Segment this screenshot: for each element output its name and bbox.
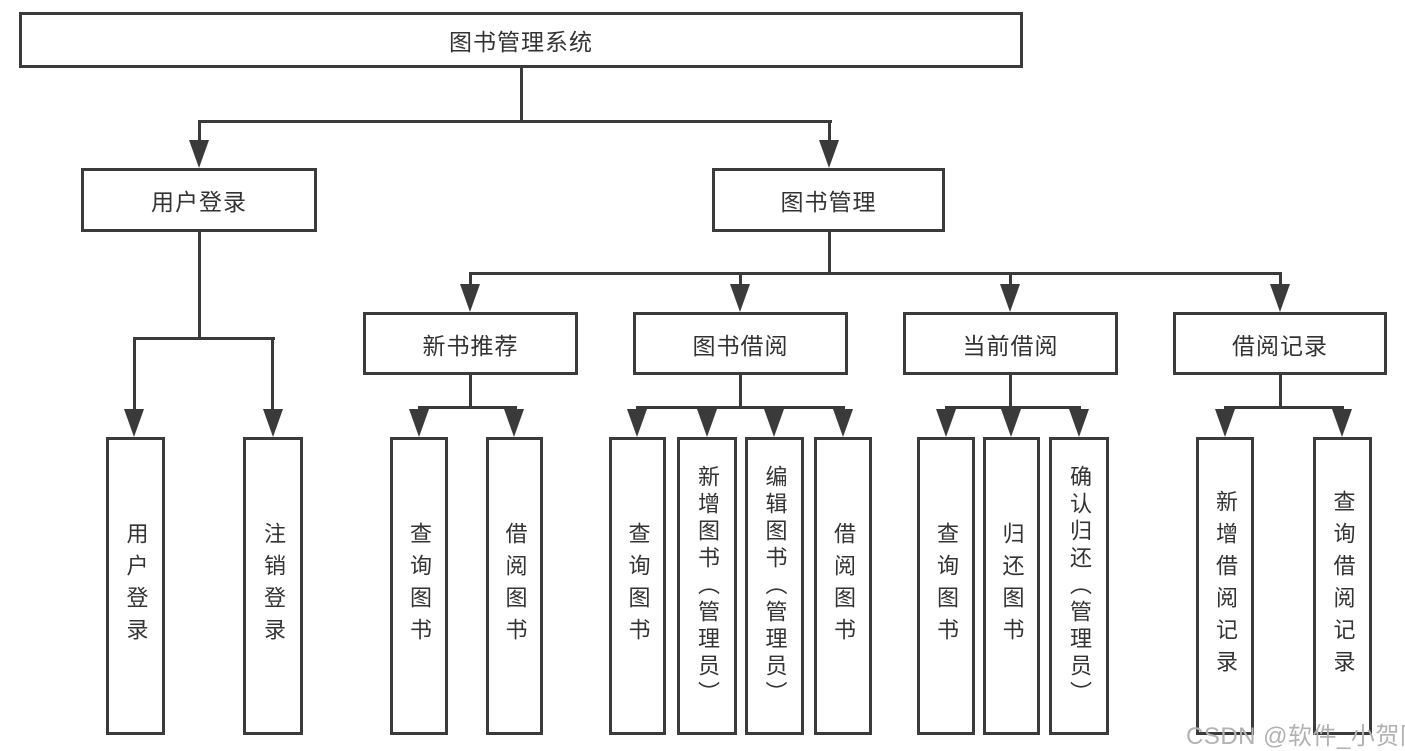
node-user-login: 用户登录 [81,168,317,232]
connector-line [636,406,845,409]
node-new-book-recommend-label: 新书推荐 [422,332,519,359]
node-user-login-label: 用户登录 [151,189,247,215]
connector-line [469,272,1282,275]
leaf-logout: 注销登录 [243,437,303,735]
connector-line [133,337,136,409]
arrow-down-icon [1069,409,1089,437]
connector-line [418,406,517,409]
node-borrow-record-label: 借阅记录 [1232,332,1328,359]
node-book-borrow: 图书借阅 [633,312,848,375]
leaf-query-book-2: 查询图书 [609,437,666,735]
arrow-down-icon [936,409,956,437]
connector-line [198,232,201,337]
connector-line [520,68,523,120]
leaf-query-book-1: 查询图书 [390,437,448,735]
arrow-down-icon [697,409,717,437]
arrow-down-icon [1001,409,1021,437]
node-root: 图书管理系统 [19,12,1023,68]
arrow-down-icon [409,409,429,437]
node-root-label: 图书管理系统 [449,29,593,55]
node-book-borrow-label: 图书借阅 [692,332,789,359]
connector-line [1009,375,1012,406]
connector-line [198,120,832,123]
leaf-query-borrow-record: 查询借阅记录 [1313,437,1372,735]
connector-line [1279,375,1282,406]
leaf-confirm-return-admin: 确认归还（管理员） [1049,437,1109,735]
arrow-down-icon [1332,409,1352,437]
arrow-down-icon [1000,284,1020,312]
arrow-down-icon [627,409,647,437]
arrow-down-icon [819,140,839,168]
connector-line [133,337,275,340]
arrow-down-icon [764,409,784,437]
connector-line [271,337,274,409]
leaf-add-book-admin: 新增图书（管理员） [677,437,737,735]
leaf-user-login: 用户登录 [106,437,165,735]
arrow-down-icon [1270,284,1290,312]
connector-line [469,272,472,286]
connector-line [198,120,201,142]
connector-line [1009,272,1012,286]
arrow-down-icon [504,409,524,437]
node-current-borrow-label: 当前借阅 [962,332,1059,359]
csdn-watermark: CSDN @软件_小贺同学 [1186,723,1405,750]
leaf-return-book: 归还图书 [983,437,1040,735]
leaf-query-book-3: 查询图书 [917,437,975,735]
connector-line [1279,272,1282,286]
arrow-down-icon [124,409,144,437]
connector-line [945,406,1081,409]
arrow-down-icon [833,409,853,437]
connector-line [739,375,742,406]
node-borrow-record: 借阅记录 [1173,312,1387,375]
leaf-add-borrow-record: 新增借阅记录 [1196,437,1254,735]
leaf-edit-book-admin: 编辑图书（管理员） [745,437,804,735]
node-book-management: 图书管理 [712,168,945,232]
arrow-down-icon [730,284,750,312]
arrow-down-icon [263,409,283,437]
node-current-borrow: 当前借阅 [903,312,1118,375]
node-book-management-label: 图书管理 [780,189,877,215]
leaf-borrow-book-1: 借阅图书 [486,437,543,735]
connector-line [828,120,831,142]
arrow-down-icon [1215,409,1235,437]
arrow-down-icon [460,284,480,312]
connector-line [1224,406,1344,409]
leaf-borrow-book-2: 借阅图书 [814,437,872,735]
arrow-down-icon [189,140,209,168]
connector-line [828,232,831,272]
connector-line [739,272,742,286]
node-new-book-recommend: 新书推荐 [363,312,578,375]
connector-line [469,375,472,406]
